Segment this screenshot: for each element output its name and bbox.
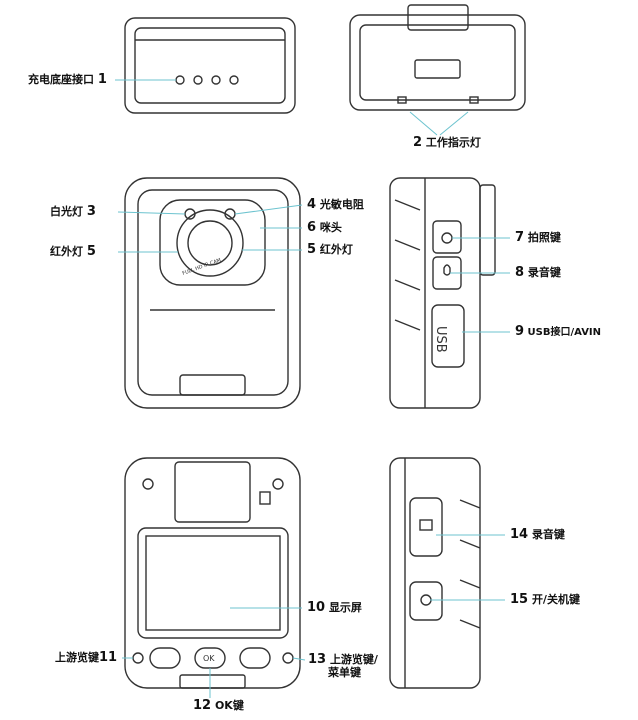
label-text: 充电底座接口 [28, 73, 94, 86]
leader-lines [115, 79, 510, 698]
label-text-line2: 菜单键 [328, 666, 361, 679]
label-browse-menu-key: 13 上游览键/菜单键 [308, 653, 378, 679]
label-text: 上游览键/ [329, 653, 378, 666]
label-text: 白光灯 [50, 205, 83, 218]
label-indicator: 2 工作指示灯 [413, 136, 481, 149]
label-text: OK键 [214, 699, 244, 712]
label-charging-port: 充电底座接口 1 [28, 73, 107, 86]
label-number: 1 [97, 72, 107, 87]
label-text: 红外灯 [319, 243, 353, 256]
top-view [349, 4, 526, 111]
label-number: 13 [308, 652, 327, 667]
label-text: USB接口/AVIN [527, 327, 602, 338]
label-text: 咪头 [319, 221, 342, 234]
label-power-key: 15 开/关机键 [510, 593, 580, 606]
label-number: 5 [307, 242, 317, 257]
label-number: 7 [515, 230, 525, 245]
label-number: 5 [86, 244, 96, 259]
label-number: 2 [413, 135, 423, 150]
label-browse-up-key: 上游览键11 [55, 651, 117, 664]
side-view-buttons [389, 177, 496, 409]
label-ok-key: 12 OK键 [193, 699, 244, 712]
label-number: 14 [510, 527, 529, 542]
label-display: 10 显示屏 [307, 601, 362, 614]
label-number: 3 [86, 204, 96, 219]
label-number: 10 [307, 600, 326, 615]
usb-text: USB [433, 326, 448, 353]
label-number: 8 [515, 265, 525, 280]
label-number: 4 [307, 197, 317, 212]
label-text: 上游览键 [55, 651, 99, 664]
front-view [124, 177, 301, 409]
label-number: 11 [99, 650, 118, 665]
label-number: 15 [510, 592, 529, 607]
label-number: 6 [307, 220, 317, 235]
label-text: 录音键 [531, 528, 565, 541]
label-usb-port: 9 USB接口/AVIN [515, 325, 601, 339]
label-text: 工作指示灯 [425, 136, 481, 149]
label-audio-key: 8 录音键 [515, 266, 561, 279]
label-ir-light-right: 5 红外灯 [307, 243, 353, 256]
ok-text: OK [203, 654, 215, 663]
back-view [124, 457, 301, 689]
label-text: 录音键 [527, 266, 561, 279]
label-photo-key: 7 拍照键 [515, 231, 561, 244]
label-text: 红外灯 [50, 245, 83, 258]
label-text: 光敏电阻 [319, 198, 364, 211]
label-white-light: 白光灯 3 [50, 205, 96, 218]
side-view-power [389, 457, 481, 689]
bottom-view [124, 17, 296, 114]
label-number: 9 [515, 324, 525, 339]
label-photoresistor: 4 光敏电阻 [307, 198, 364, 211]
label-text: 显示屏 [328, 601, 362, 614]
label-record-key: 14 录音键 [510, 528, 565, 541]
label-text: 开/关机键 [531, 593, 580, 606]
label-ir-light-left: 红外灯 5 [50, 245, 96, 258]
label-number: 12 [193, 698, 212, 713]
label-microphone: 6 咪头 [307, 221, 342, 234]
label-text: 拍照键 [527, 231, 561, 244]
